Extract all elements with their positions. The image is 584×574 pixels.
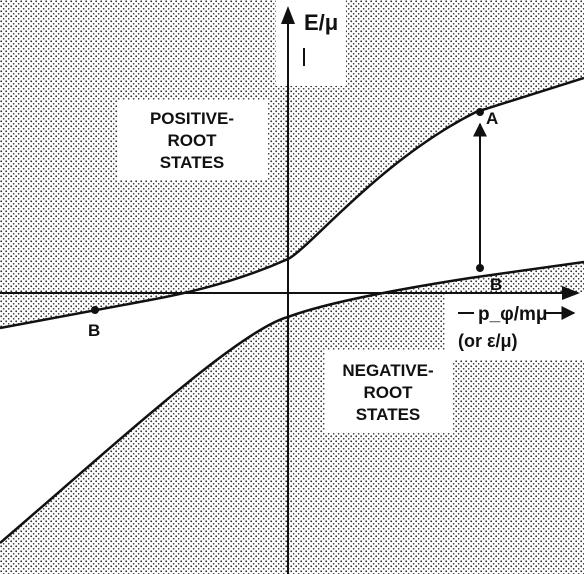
point-b-left-dot: [91, 306, 99, 314]
point-a-label: A: [486, 109, 498, 128]
y-axis-label: E/μ: [304, 10, 338, 35]
positive-region-label-line2: ROOT: [167, 131, 217, 150]
x-label-patch: [445, 292, 584, 360]
positive-region-label-line3: STATES: [160, 153, 225, 172]
positive-root-curve: [0, 76, 584, 330]
positive-label-patch: [118, 100, 268, 180]
negative-region-label-line2: ROOT: [363, 383, 413, 402]
negative-root-curve: [0, 260, 584, 544]
positive-region-label-line1: POSITIVE-: [150, 109, 234, 128]
x-axis-label-alt: (or ε/μ): [458, 331, 518, 351]
negative-region-label-line3: STATES: [356, 405, 421, 424]
point-b-left-label: B: [88, 321, 100, 340]
x-axis-label: p_φ/mμ: [478, 304, 548, 325]
point-a-dot: [476, 108, 484, 116]
point-b-right-label: B: [490, 275, 502, 294]
positive-root-region: [0, 0, 584, 328]
negative-root-region: [0, 262, 584, 574]
y-axis-arrowhead: [281, 6, 295, 24]
x-axis-arrowhead: [562, 286, 580, 300]
negative-label-patch: [325, 350, 453, 432]
point-b-right-dot: [476, 264, 484, 272]
negative-region-label-line1: NEGATIVE-: [342, 361, 433, 380]
